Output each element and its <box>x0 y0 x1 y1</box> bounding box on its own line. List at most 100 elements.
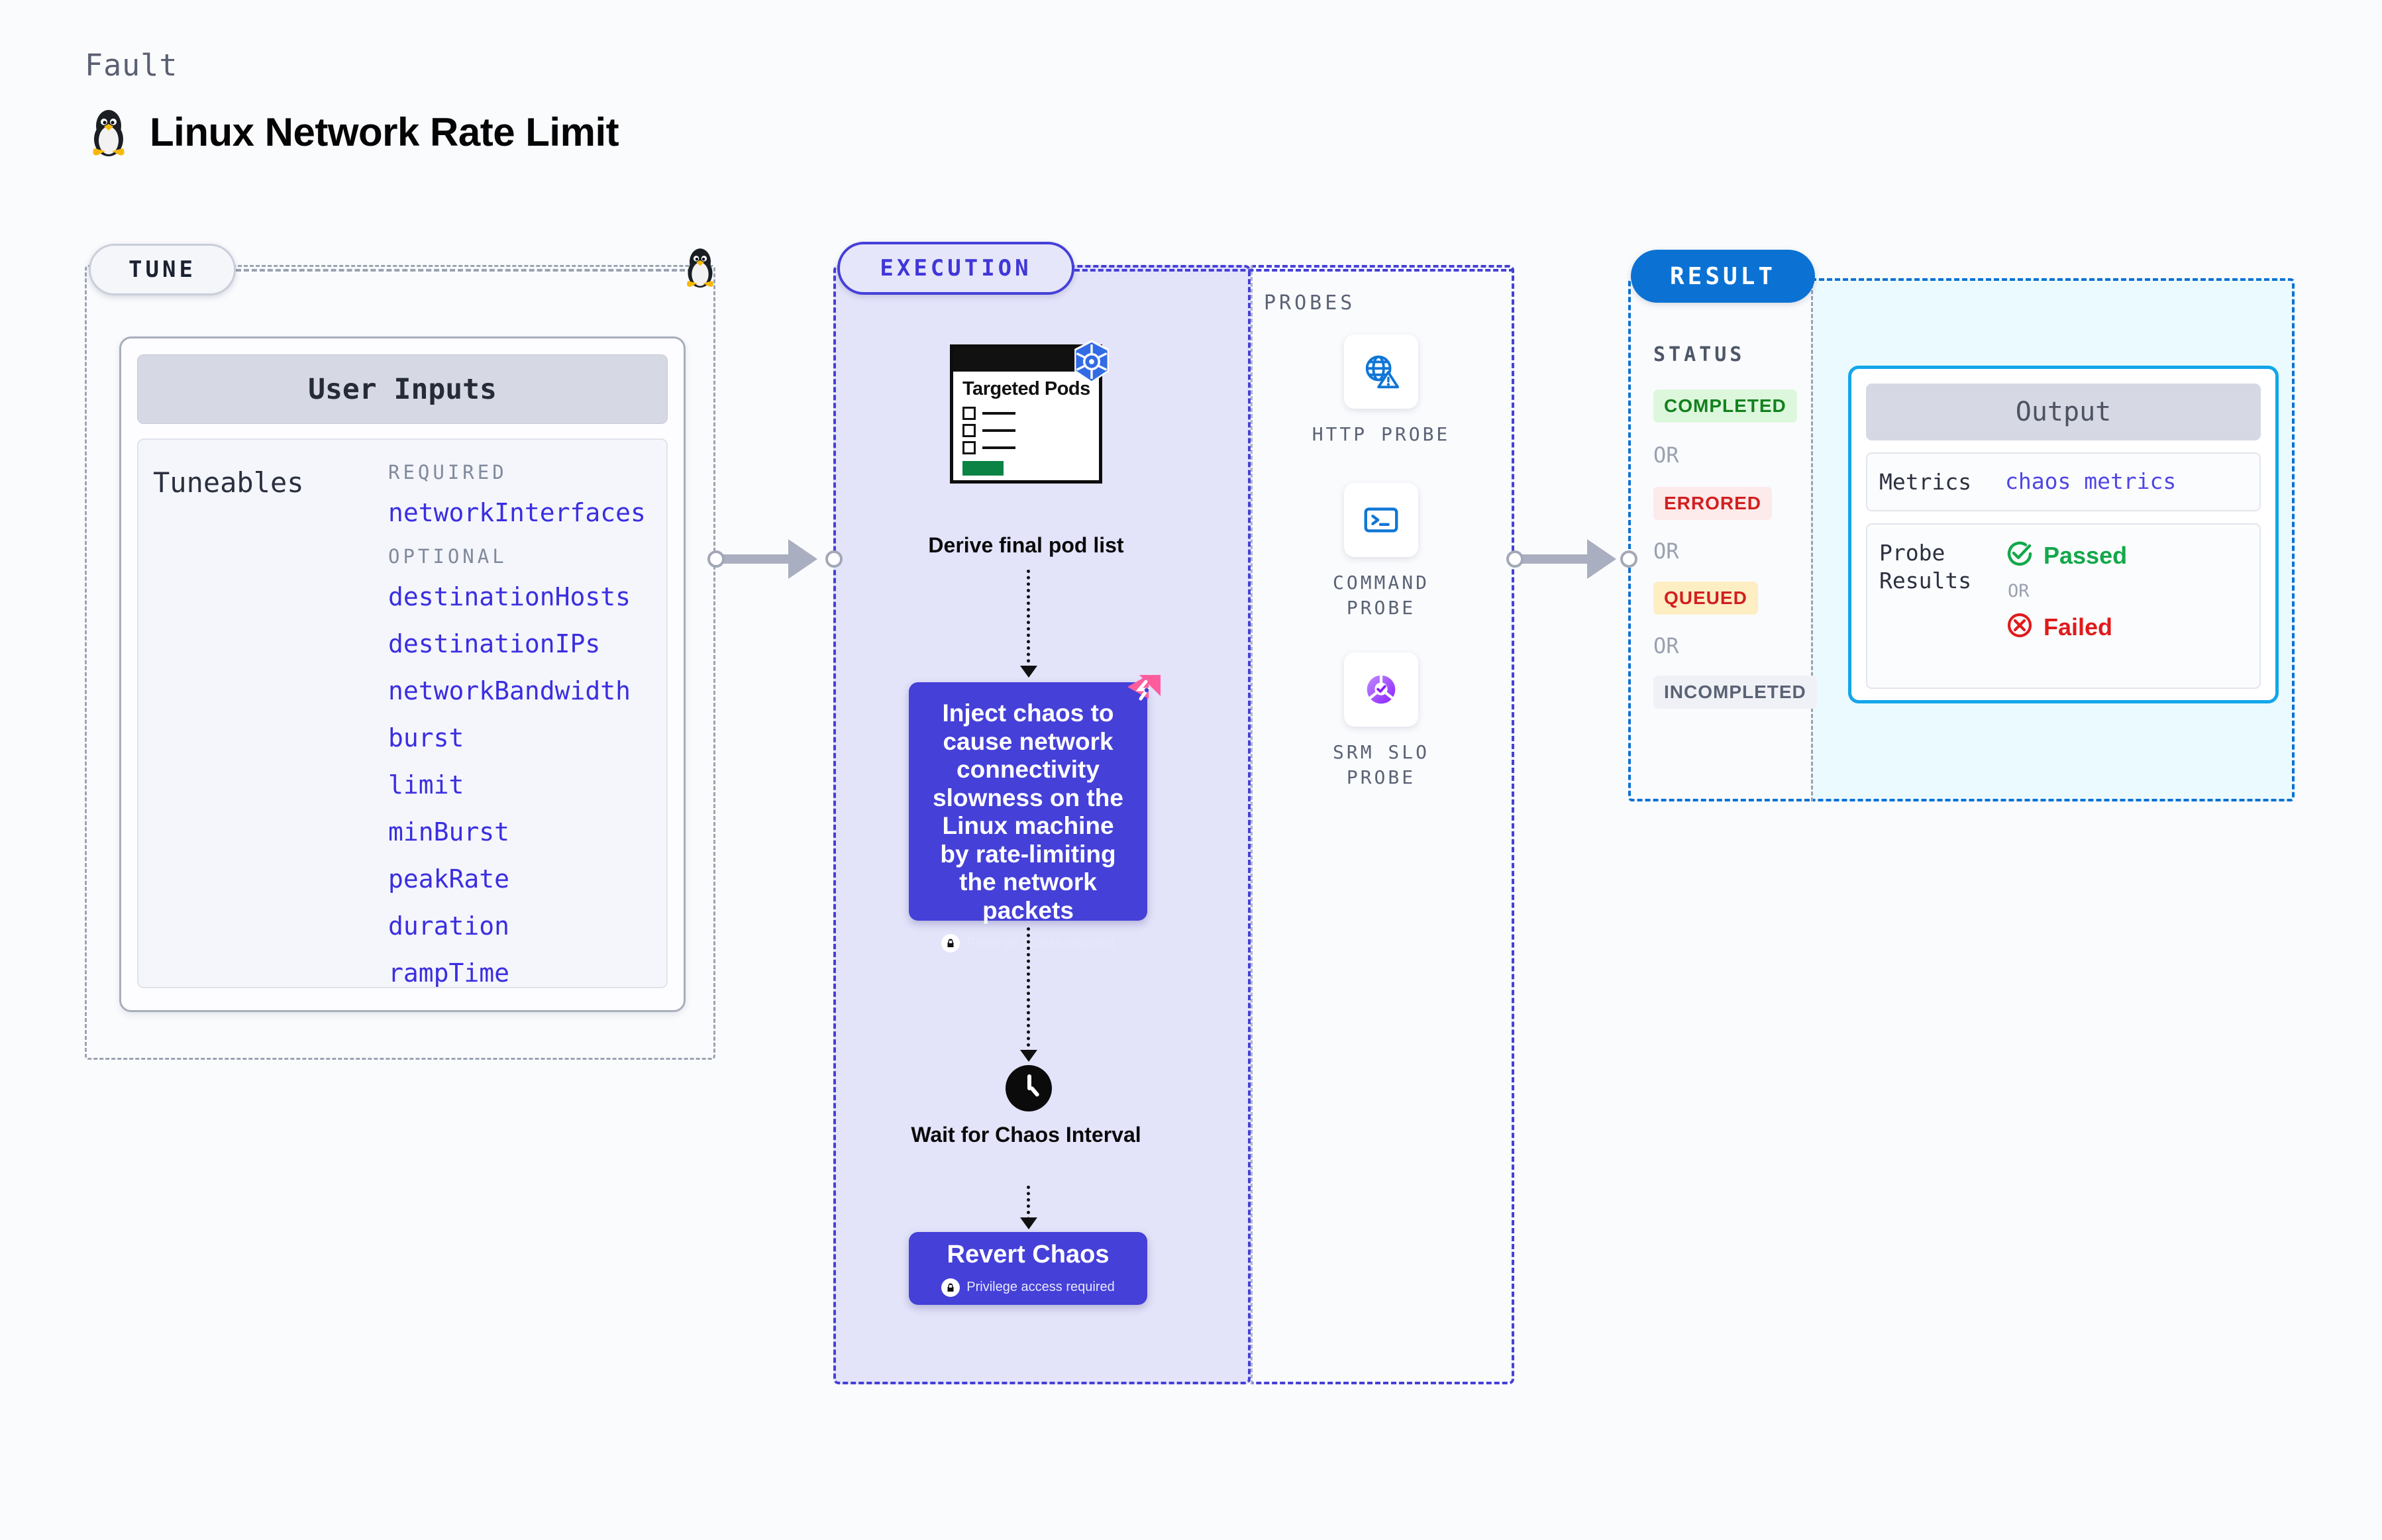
tune-pill[interactable]: TUNE <box>89 244 236 295</box>
privilege-label: Privilege access required <box>966 935 1115 950</box>
linux-penguin-icon <box>87 106 130 158</box>
flow-arrowhead-1 <box>1020 666 1037 678</box>
connector-arrowhead-exec-result <box>1587 539 1616 579</box>
probe-srm-slo[interactable]: SRM SLO PROBE <box>1298 652 1464 790</box>
connector-bar-exec-result <box>1521 554 1594 564</box>
tune-section-container <box>85 265 715 1060</box>
clock-hand-hour <box>1029 1086 1040 1098</box>
connector-bar-tune-exec <box>722 554 795 564</box>
tuneable-destinationips[interactable]: destinationIPs <box>388 629 601 658</box>
status-or-1: OR <box>1653 442 1679 468</box>
text-line <box>982 412 1015 415</box>
tuneable-destinationhosts[interactable]: destinationHosts <box>388 582 631 611</box>
linux-penguin-icon-small <box>682 245 718 289</box>
checkbox-icon <box>962 441 976 454</box>
flow-arrowhead-2 <box>1020 1050 1037 1062</box>
failed-label: Failed <box>2044 613 2113 641</box>
connector-dot-exec-in <box>825 550 843 568</box>
tuneable-networkinterfaces[interactable]: networkInterfaces <box>388 498 646 527</box>
execution-connector-dashes <box>1074 269 1514 272</box>
probe-http-label: HTTP PROBE <box>1312 423 1451 445</box>
checklist-row <box>962 441 1099 454</box>
flow-arrowhead-3 <box>1020 1217 1037 1229</box>
probe-command[interactable]: COMMAND PROBE <box>1298 483 1464 621</box>
checkbox-icon <box>962 407 976 420</box>
status-badge-completed: COMPLETED <box>1653 389 1797 423</box>
status-badge-incompleted: INCOMPLETED <box>1653 676 1817 709</box>
clock-hand-minute <box>1027 1074 1031 1090</box>
probes-section-container <box>1251 265 1514 1384</box>
metrics-key: Metrics <box>1879 469 1972 495</box>
passed-label: Passed <box>2044 541 2128 569</box>
revert-chaos-card[interactable]: Revert Chaos Privilege access required <box>909 1232 1147 1305</box>
flow-arrow-wait-to-revert <box>1027 1186 1030 1227</box>
status-title: STATUS <box>1653 343 1745 366</box>
execution-pill[interactable]: EXECUTION <box>837 242 1074 295</box>
status-or-2: OR <box>1653 539 1679 564</box>
tuneables-list: REQUIRED networkInterfaces OPTIONAL dest… <box>388 461 666 988</box>
inject-chaos-card[interactable]: Inject chaos to cause network connectivi… <box>909 682 1147 953</box>
output-title: Output <box>1866 384 2261 440</box>
document-checklist <box>953 399 1099 454</box>
terminal-icon <box>1344 483 1418 557</box>
result-divider <box>1811 278 1813 801</box>
probe-result-failed: Failed <box>2005 611 2127 643</box>
tuneable-peakrate[interactable]: peakRate <box>388 864 510 894</box>
lock-icon <box>941 1278 960 1297</box>
tune-connector-dashes <box>236 269 693 272</box>
flow-arrow-derive-to-inject <box>1027 570 1030 669</box>
page-title-row: Linux Network Rate Limit <box>87 106 619 158</box>
tuneables-group-title-required: REQUIRED <box>388 461 507 484</box>
page-title: Linux Network Rate Limit <box>150 109 619 154</box>
probe-results-key: Probe Results <box>1879 540 1972 593</box>
privilege-notice: Privilege access required <box>925 934 1131 953</box>
probe-command-label: COMMAND PROBE <box>1332 572 1429 619</box>
text-line <box>982 429 1015 432</box>
litmus-chaos-icon <box>1119 672 1163 717</box>
targeted-pods-title: Targeted Pods <box>962 378 1090 399</box>
step-caption-derive-final-pod-list: Derive final pod list <box>928 533 1124 557</box>
probe-results-values: Passed OR Failed <box>2005 539 2127 673</box>
check-circle-icon <box>2005 539 2034 572</box>
user-inputs-card: User Inputs Tuneables REQUIRED networkIn… <box>119 336 686 1012</box>
kubernetes-icon <box>1068 338 1115 389</box>
privilege-label: Privilege access required <box>966 1280 1115 1294</box>
metrics-value[interactable]: chaos metrics <box>2005 468 2177 494</box>
checklist-row <box>962 407 1099 420</box>
text-line <box>982 446 1015 449</box>
probe-http[interactable]: HTTP PROBE <box>1298 334 1464 447</box>
status-badge-errored: ERRORED <box>1653 487 1773 520</box>
probe-results-panel: Probe Results Passed OR <box>1866 523 2261 690</box>
step-caption-wait-for-chaos-interval: Wait for Chaos Interval <box>911 1123 1141 1147</box>
result-section-container <box>1628 278 1811 801</box>
output-card: Output Metrics chaos metrics Probe Resul… <box>1848 366 2279 703</box>
checkbox-icon <box>962 424 976 437</box>
metrics-panel: Metrics chaos metrics <box>1866 452 2261 512</box>
probe-result-passed: Passed <box>2005 539 2127 572</box>
connector-dot-result-in <box>1620 550 1637 568</box>
probes-divider <box>1251 265 1253 1384</box>
lock-icon <box>941 934 960 953</box>
tuneable-minburst[interactable]: minBurst <box>388 817 510 847</box>
checklist-row <box>962 424 1099 437</box>
x-circle-icon <box>2005 611 2034 643</box>
status-or-3: OR <box>1653 633 1679 658</box>
tuneable-duration[interactable]: duration <box>388 911 510 941</box>
tuneables-label: Tuneables <box>153 466 304 499</box>
privilege-notice: Privilege access required <box>941 1278 1115 1297</box>
probes-title: PROBES <box>1264 291 1356 315</box>
tuneable-ramptime[interactable]: rampTime <box>388 958 510 988</box>
tuneable-networkbandwidth[interactable]: networkBandwidth <box>388 676 631 705</box>
user-inputs-title: User Inputs <box>137 354 668 424</box>
connector-dot-tune-out <box>707 550 725 568</box>
connector-dot-exec-out <box>1506 550 1524 568</box>
clock-icon <box>1006 1065 1052 1111</box>
tuneables-panel: Tuneables REQUIRED networkInterfaces OPT… <box>137 438 668 988</box>
connector-arrowhead-tune-exec <box>788 539 817 579</box>
fault-kicker-label: Fault <box>85 48 178 83</box>
result-pill[interactable]: RESULT <box>1631 250 1815 303</box>
green-status-bar <box>962 461 1004 476</box>
tuneables-group-title-optional: OPTIONAL <box>388 545 507 568</box>
tuneable-limit[interactable]: limit <box>388 770 464 799</box>
tuneable-burst[interactable]: burst <box>388 723 464 752</box>
